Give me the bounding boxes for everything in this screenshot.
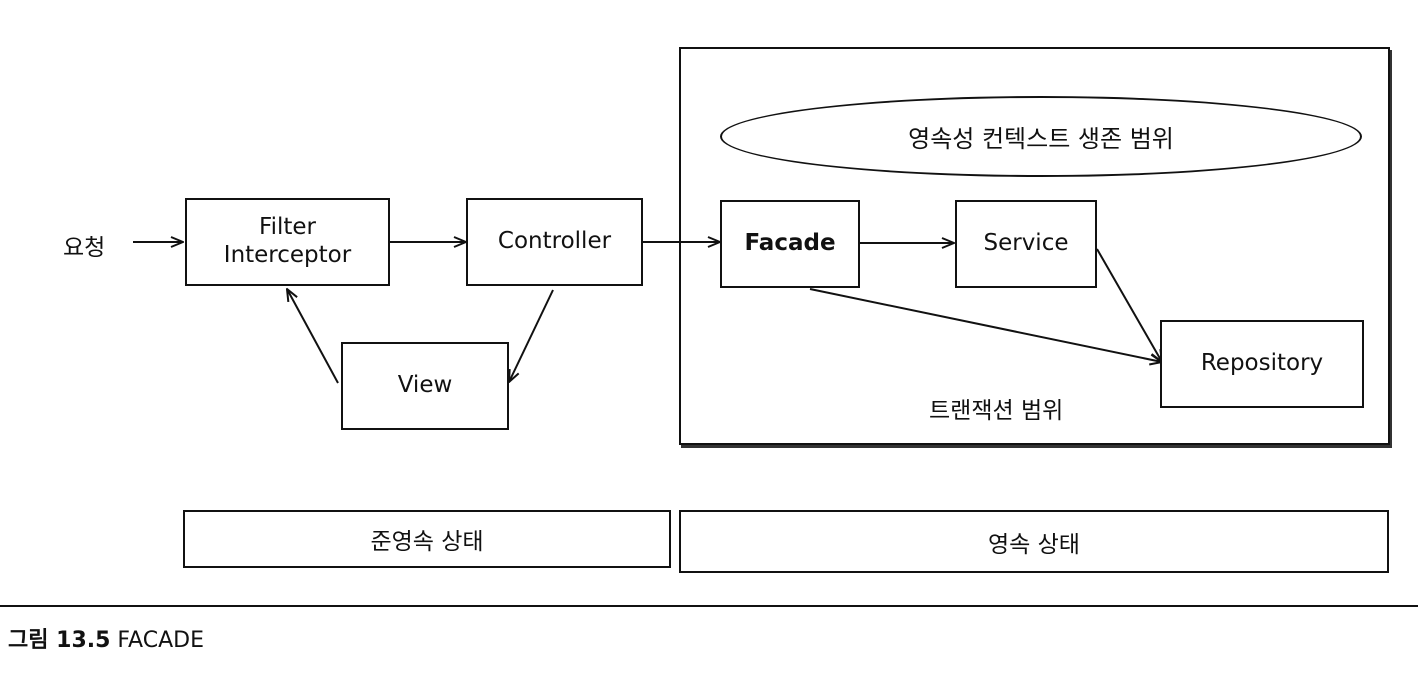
- repository-box: Repository: [1160, 320, 1364, 408]
- persistence-context-scope-label: 영속성 컨텍스트 생존 범위: [908, 125, 1174, 153]
- figure-title: FACADE: [117, 628, 204, 653]
- arrow-controller-to-view: [509, 289, 554, 382]
- repository-label: Repository: [1200, 350, 1324, 377]
- view-label: View: [397, 372, 453, 399]
- service-box: Service: [955, 200, 1097, 288]
- arrow-facade-to-repository: [809, 288, 1162, 362]
- managed-state-box: 영속 상태: [679, 510, 1389, 573]
- filter-label: Filter: [259, 214, 316, 241]
- controller-box: Controller: [466, 198, 643, 286]
- transaction-scope-container: [679, 47, 1390, 445]
- persistence-context-scope-ellipse: 영속성 컨텍스트 생존 범위: [720, 96, 1362, 177]
- interceptor-label: Interceptor: [223, 242, 352, 268]
- figure-caption: 그림 13.5 FACADE: [8, 622, 204, 654]
- service-label: Service: [983, 230, 1069, 257]
- arrow-service-to-repository: [1096, 248, 1162, 362]
- filter-interceptor-box: Filter Interceptor: [185, 198, 390, 286]
- request-label: 요청: [63, 235, 106, 261]
- controller-label: Controller: [497, 228, 612, 255]
- detached-state-box: 준영속 상태: [183, 510, 671, 568]
- managed-state-label: 영속 상태: [988, 531, 1080, 558]
- arrow-view-to-filter: [287, 289, 339, 384]
- facade-box: Facade: [720, 200, 860, 288]
- view-box: View: [341, 342, 509, 430]
- transaction-scope-label: 트랜잭션 범위: [929, 398, 1064, 424]
- facade-label: Facade: [744, 230, 836, 257]
- detached-state-label: 준영속 상태: [370, 529, 484, 555]
- figure-number: 그림 13.5: [8, 628, 111, 653]
